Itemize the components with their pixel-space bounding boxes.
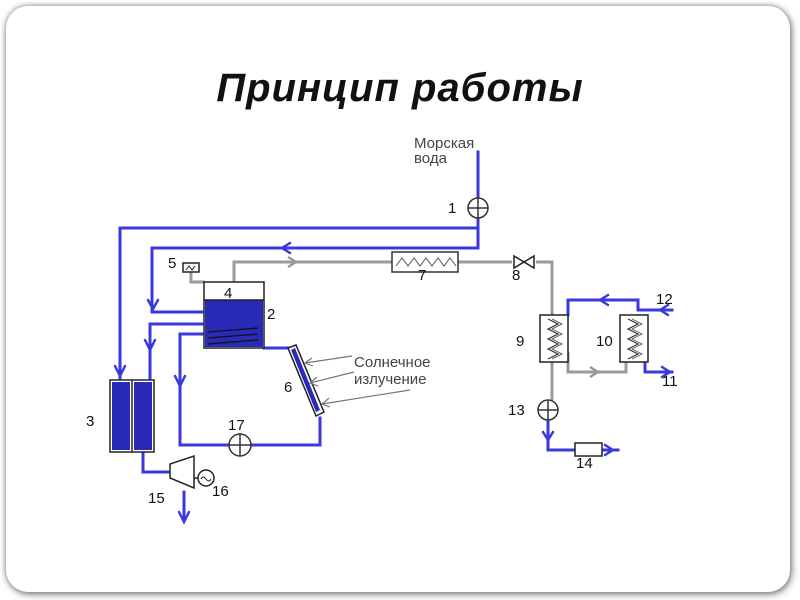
num-14: 14 [576, 455, 593, 472]
pipe-tank-to-3 [148, 322, 206, 382]
num-13: 13 [508, 402, 525, 419]
solar-collector-6 [287, 344, 325, 418]
pipe-cooling-out [643, 360, 674, 374]
pipe-cooling-in [566, 298, 674, 317]
device-5 [182, 262, 200, 273]
pipe-outer-to-3 [118, 226, 480, 382]
tank-2-4 [203, 281, 265, 349]
turbine-15 [169, 454, 195, 490]
num-3: 3 [86, 413, 94, 430]
label-solar-1: Солнечное [354, 354, 431, 371]
num-7: 7 [418, 267, 426, 284]
pipe-9-to-10 [566, 352, 628, 374]
valve-8 [513, 254, 535, 270]
pump-1 [467, 197, 489, 219]
solar-radiation-arrows [303, 355, 411, 408]
num-9: 9 [516, 333, 524, 350]
num-4: 4 [224, 285, 232, 302]
pipe-13-out [546, 418, 577, 452]
pipe-5-branch [189, 270, 205, 284]
pipe-tank-loop-left [178, 332, 230, 447]
num-10: 10 [596, 333, 613, 350]
motor-16 [194, 469, 215, 487]
heat-exchanger-9 [539, 314, 569, 363]
blue-flow-arrows [113, 241, 673, 525]
num-8: 8 [512, 267, 520, 284]
label-sea-water-1: Морская [414, 135, 474, 152]
slide-title: Принцип работы [216, 66, 584, 110]
num-1: 1 [448, 200, 456, 217]
pipe-8-to-9 [536, 260, 554, 315]
gray-flow-arrows [287, 255, 601, 379]
heat-exchanger-7 [391, 251, 459, 273]
label-sea-water-2: вода [414, 150, 448, 167]
slide-frame [6, 6, 790, 592]
num-16: 16 [212, 483, 229, 500]
num-11: 11 [662, 373, 678, 390]
pump-13 [537, 399, 559, 421]
num-6: 6 [284, 379, 292, 396]
num-17: 17 [228, 417, 245, 434]
pump-17 [228, 433, 252, 457]
label-solar-2: излучение [354, 371, 427, 388]
heat-exchanger-10 [619, 314, 649, 363]
pipe-pump1-out [150, 216, 480, 314]
num-2: 2 [267, 306, 275, 323]
num-5: 5 [168, 255, 176, 272]
pipe-vapor-top [232, 260, 392, 282]
num-15: 15 [148, 490, 165, 507]
pipe-loop-bottom [250, 416, 322, 447]
device-14 [574, 442, 603, 457]
pipe-3-to-15 [141, 450, 172, 474]
num-12: 12 [656, 291, 673, 308]
unit-3 [109, 379, 155, 453]
